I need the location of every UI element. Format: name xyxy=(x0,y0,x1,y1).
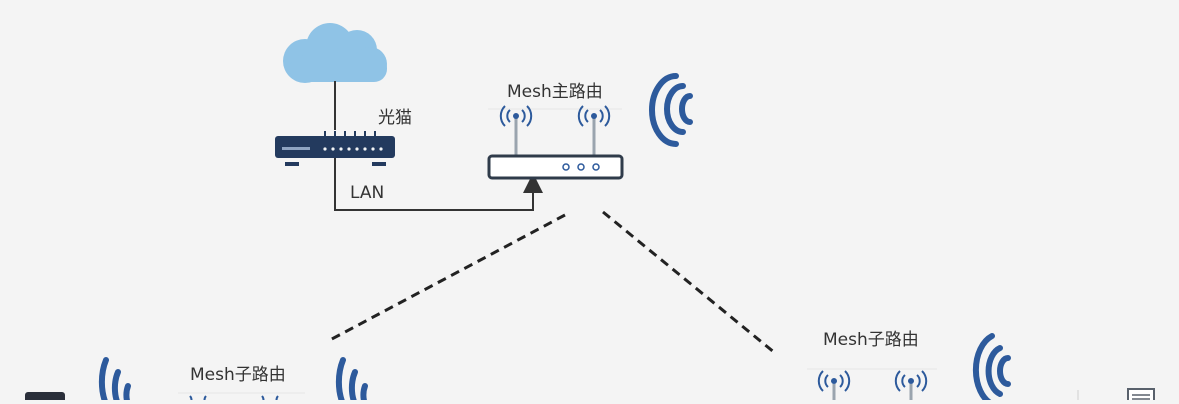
main-router-label: Mesh主路由 xyxy=(507,82,603,102)
wifi-signal-icon xyxy=(972,333,1011,404)
wifi-signal-icon xyxy=(98,357,131,404)
antenna-icon xyxy=(499,105,533,156)
sub-router-right-label: Mesh子路由 xyxy=(823,330,919,350)
sub-router-left-icon xyxy=(178,392,305,404)
lan-link xyxy=(334,158,543,211)
main-router-icon xyxy=(487,105,624,180)
antenna-icon xyxy=(817,370,851,404)
modem-label: 光猫 xyxy=(378,108,412,128)
antenna-icon xyxy=(577,105,611,156)
mesh-link-right xyxy=(602,210,776,355)
client-device-icon xyxy=(1077,388,1155,404)
sub-router-left-label: Mesh子路由 xyxy=(190,365,286,385)
lan-label: LAN xyxy=(350,183,385,203)
client-device-icon xyxy=(25,392,65,404)
sub-router-right-icon xyxy=(807,368,937,404)
modem-icon xyxy=(275,131,395,166)
wifi-signal-icon xyxy=(335,357,368,404)
mesh-link-left xyxy=(329,213,566,342)
wifi-signal-icon xyxy=(649,73,693,147)
cloud-icon xyxy=(283,23,387,83)
antenna-icon xyxy=(894,370,928,404)
